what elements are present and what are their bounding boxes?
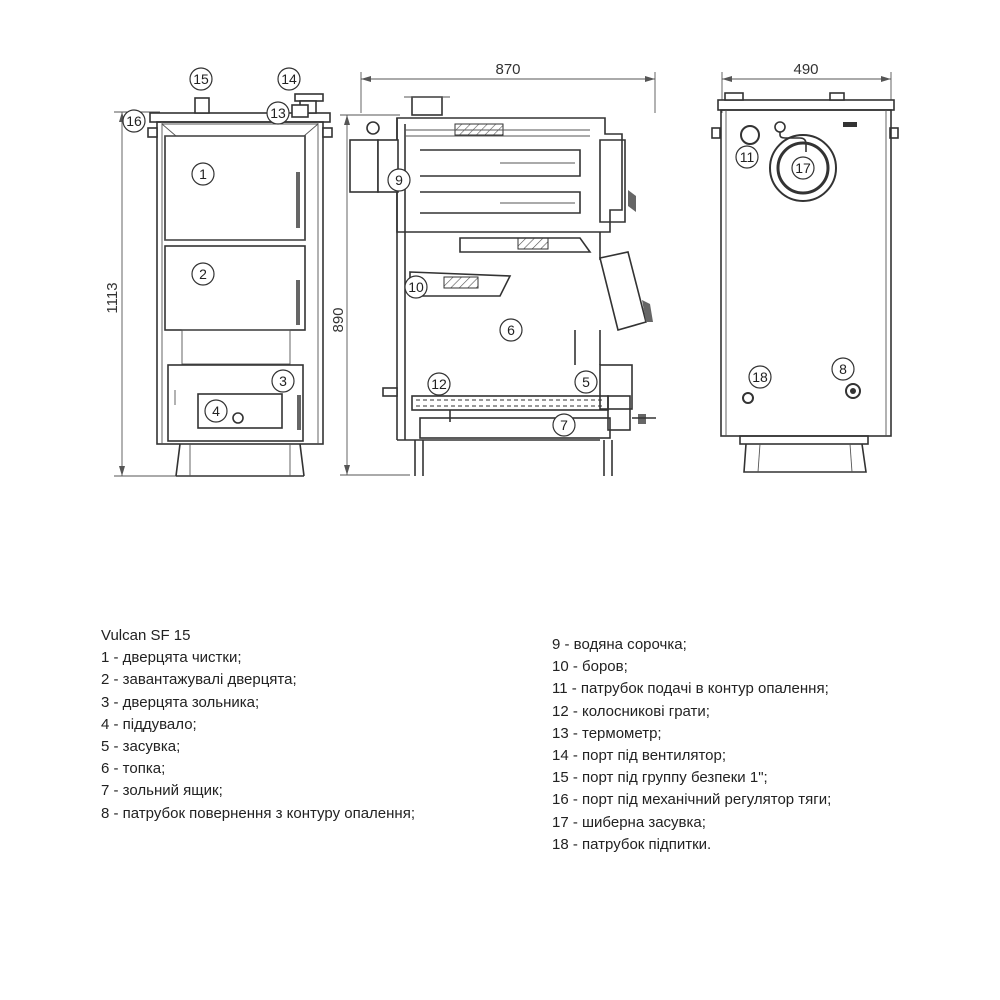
legend-title: Vulcan SF 15 [101,627,191,644]
callout-7: 7 [552,413,576,437]
svg-text:8: 8 [839,361,847,377]
legend-item: 2 - завантажувалі дверцята; [101,671,297,689]
callout-10: 10 [404,275,428,299]
legend-item: 13 - термометр; [552,724,662,742]
svg-text:14: 14 [281,71,297,87]
callout-12: 12 [427,372,451,396]
svg-text:15: 15 [193,71,209,87]
rear-view: 490 [711,61,899,473]
callout-4: 4 [204,399,228,423]
callout-2: 2 [191,262,215,286]
svg-text:3: 3 [279,373,287,389]
callout-3: 3 [271,369,295,393]
legend-left-column: Vulcan SF 15 1 - дверцята чистки; 2 - за… [101,625,415,825]
svg-text:12: 12 [431,376,447,392]
callout-14: 14 [277,67,301,91]
legend-item: 15 - порт під группу безпеки 1"; [552,769,768,787]
dim-870-label: 870 [495,61,520,78]
legend-item: 3 - дверцята зольника; [101,693,260,711]
callout-17: 17 [791,156,815,180]
legend-item: 8 - патрубок повернення з контуру опален… [101,804,415,822]
svg-text:5: 5 [582,374,590,390]
callout-16: 16 [122,109,146,133]
legend-item: 9 - водяна сорочка; [552,636,687,653]
svg-text:10: 10 [408,279,424,295]
side-section-view: 870 890 [330,61,656,476]
legend-item: 16 - порт під механічний регулятор тяги; [552,791,832,809]
svg-text:11: 11 [740,149,755,165]
svg-text:18: 18 [752,369,768,385]
dimension-depth: 870 [360,61,656,113]
dimension-height-body: 890 [330,114,410,476]
legend-right-column: 9 - водяна сорочка; 10 - боров; 11 - пат… [552,634,831,856]
svg-text:2: 2 [199,266,207,282]
dimension-height-total: 1113 [104,111,180,477]
legend-item: 1 - дверцята чистки; [101,649,242,667]
front-view: 1113 [104,93,333,477]
dim-490-label: 490 [793,61,818,78]
svg-text:1: 1 [199,166,207,182]
callout-1: 1 [191,162,215,186]
callout-18: 18 [748,365,772,389]
legend-item: 6 - топка; [101,760,166,778]
legend-item: 5 - засувка; [101,738,181,756]
callout-6: 6 [499,318,523,342]
legend-item: 14 - порт під вентилятор; [552,747,727,765]
dimension-width: 490 [721,61,892,113]
callout-5: 5 [574,370,598,394]
svg-text:7: 7 [560,417,568,433]
callout-15: 15 [189,67,213,91]
svg-text:4: 4 [212,403,220,419]
svg-text:9: 9 [395,172,403,188]
grate-bars [416,399,604,407]
legend-item: 11 - патрубок подачі в контур опалення; [552,680,829,698]
svg-text:16: 16 [126,113,142,129]
callout-13: 13 [266,101,290,125]
legend-item: 18 - патрубок підпитки. [552,835,712,853]
legend-item: 12 - колосникові грати; [552,702,710,720]
legend-item: 4 - піддувало; [101,715,197,733]
svg-text:6: 6 [507,322,515,338]
dim-890-label: 890 [330,307,347,332]
callout-8: 8 [831,357,855,381]
callout-11: 11 [735,145,759,169]
legend-item: 7 - зольний ящик; [101,782,223,800]
legend-item: 17 - шиберна засувка; [552,813,706,831]
legend-item: 10 - боров; [552,658,628,676]
svg-text:13: 13 [270,105,286,121]
callouts: 15 14 13 16 1 2 3 4 9 10 6 12 5 7 11 17 … [122,67,855,437]
callout-9: 9 [387,168,411,192]
svg-text:17: 17 [795,160,811,176]
dim-1113-label: 1113 [104,282,121,313]
